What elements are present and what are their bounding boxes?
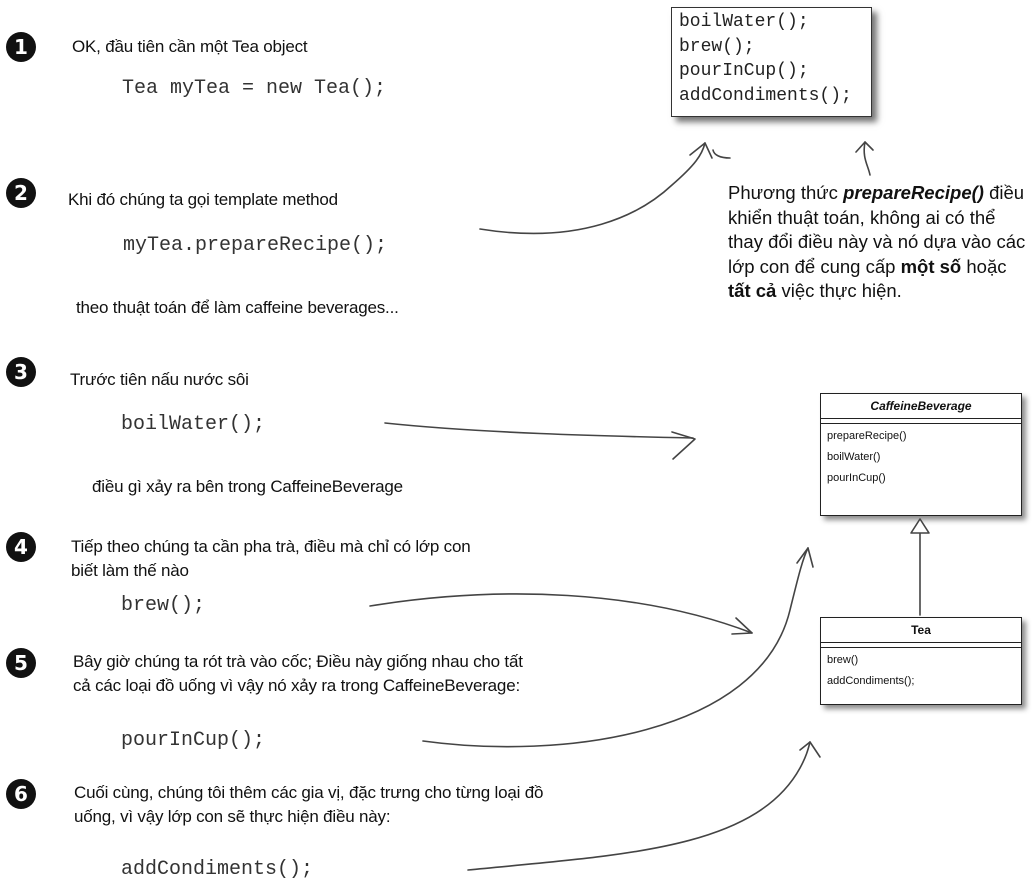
step-2-badge: 2 — [6, 178, 36, 208]
method-code-box: boilWater(); brew(); pourInCup(); addCon… — [671, 7, 872, 117]
note-text: việc thực hiện. — [776, 280, 902, 301]
uml-attributes-section — [821, 643, 1021, 648]
inheritance-triangle-icon — [910, 518, 930, 534]
arrow-note-up-2 — [863, 141, 871, 176]
uml-methods-section: brew() addCondiments(); — [821, 648, 1021, 696]
step-2-code: myTea.prepareRecipe(); — [123, 234, 388, 257]
method-box-line: brew(); — [679, 36, 755, 57]
step-6-code: addCondiments(); — [121, 858, 314, 881]
note-method-name: prepareRecipe() — [843, 182, 984, 203]
step-1-code: Tea myTea = new Tea(); — [122, 77, 387, 100]
arrowhead-icon — [799, 741, 821, 758]
step-4-code: brew(); — [121, 594, 206, 617]
arrow-step5-to-class — [422, 547, 809, 748]
step-2-text: Khi đó chúng ta gọi template method — [68, 190, 338, 209]
step-1-text: OK, đầu tiên cần một Tea object — [72, 37, 308, 56]
step-6-badge: 6 — [6, 779, 36, 809]
arrow-step4-to-tea — [369, 593, 753, 634]
uml-class-caffeinebeverage: CaffeineBeverage prepareRecipe() boilWat… — [820, 393, 1022, 516]
uml-method: pourInCup() — [827, 472, 886, 484]
step-3-after-text: điều gì xảy ra bên trong CaffeineBeverag… — [92, 477, 403, 496]
arrowhead-icon — [796, 547, 814, 568]
note-text: điều khiển thuật toán, không ai có thể t… — [728, 182, 1026, 277]
step-5-code: pourInCup(); — [121, 729, 266, 752]
uml-class-tea: Tea brew() addCondiments(); — [820, 617, 1022, 705]
step-4-text-line2: biết làm thế nào — [71, 561, 189, 580]
step-3-badge: 3 — [6, 357, 36, 387]
method-box-line: boilWater(); — [679, 12, 809, 32]
step-1-badge: 1 — [6, 32, 36, 62]
note-bold-some: một số — [900, 255, 962, 277]
step-3-text: Trước tiên nấu nước sôi — [70, 370, 249, 389]
step-6-text-line1: Cuối cùng, chúng tôi thêm các gia vị, đặ… — [74, 783, 544, 802]
step-5-text-line2: cả các loại đồ uống vì vậy nó xảy ra tro… — [73, 676, 520, 695]
step-4-badge: 4 — [6, 532, 36, 562]
note-bold-all: tất cả — [728, 280, 777, 301]
step-6-text-line2: uống, vì vậy lớp con sẽ thực hiện điều n… — [74, 807, 391, 826]
step-3-code: boilWater(); — [121, 413, 266, 436]
method-box-line: addCondiments(); — [679, 85, 852, 106]
step-4-text-line1: Tiếp theo chúng ta cần pha trà, điều mà … — [71, 537, 471, 556]
arrowhead-icon — [855, 141, 874, 153]
uml-method: brew() — [827, 654, 859, 666]
arrow-step2-to-methods — [479, 142, 706, 235]
annotation-note: Phương thức prepareRecipe() điều khiển t… — [728, 181, 1028, 304]
uml-attributes-section — [821, 419, 1021, 424]
method-box-line: pourInCup(); — [679, 61, 809, 81]
arrowhead-icon — [689, 142, 713, 159]
uml-method: boilWater() — [827, 451, 881, 463]
note-text: hoặc — [961, 255, 1007, 277]
uml-class-name: Tea — [821, 618, 1021, 643]
arrow-step6-to-tea — [467, 741, 811, 871]
uml-method: addCondiments(); — [827, 675, 915, 687]
step-2-after-text: theo thuật toán để làm caffeine beverage… — [76, 298, 399, 317]
arrow-note-up — [712, 149, 731, 159]
step-5-badge: 5 — [6, 648, 36, 678]
arrow-step3-to-class — [384, 422, 694, 439]
step-5-text-line1: Bây giờ chúng ta rót trà vào cốc; Điều n… — [73, 652, 523, 671]
uml-methods-section: prepareRecipe() boilWater() pourInCup() — [821, 424, 1021, 493]
note-text: Phương thức — [728, 182, 844, 203]
uml-method: prepareRecipe() — [827, 430, 907, 442]
arrowhead-icon — [671, 431, 696, 460]
uml-class-name: CaffeineBeverage — [821, 394, 1021, 419]
arrowhead-icon — [731, 617, 753, 635]
